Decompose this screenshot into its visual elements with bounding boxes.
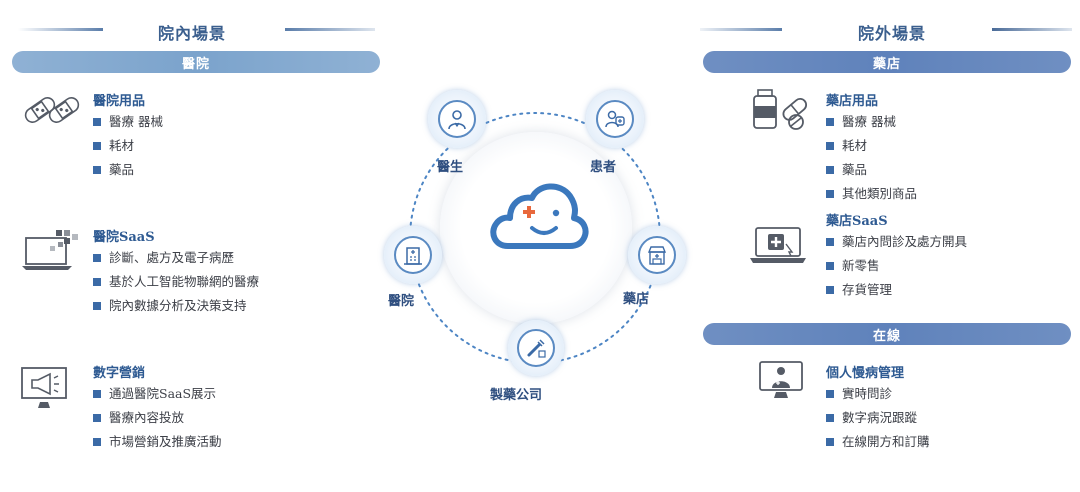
- cloud-health-icon: [486, 176, 590, 260]
- chronic-care-title: 個人慢病管理: [826, 366, 905, 381]
- list-item: 藥品: [826, 158, 917, 182]
- pharmacy-store-icon: [647, 246, 667, 265]
- hospital-supplies-list: 醫療 器械 耗材 藥品: [93, 110, 163, 182]
- list-item: 耗材: [826, 134, 917, 158]
- list-item: 藥店內問診及處方開具: [826, 230, 967, 254]
- megaphone-monitor-icon: [20, 366, 70, 414]
- right-section-title: 院外場景: [858, 24, 927, 43]
- laptop-medical-icon: [748, 226, 810, 270]
- center-halo: [440, 132, 632, 324]
- right-title-line-left: [700, 28, 782, 31]
- list-item: 通過醫院SaaS展示: [93, 382, 222, 406]
- hospital-building-icon: [404, 247, 422, 265]
- online-pill: 在線: [703, 323, 1071, 345]
- pharmacy-supplies-list: 醫療 器械 耗材 藥品 其他類別商品: [826, 110, 917, 206]
- hospital-supplies-title: 醫院用品: [93, 94, 146, 109]
- list-item: 數字病況跟蹤: [826, 406, 930, 430]
- hospital-saas-title: 醫院SaaS: [93, 230, 155, 245]
- doctor-monitor-icon: [758, 358, 806, 406]
- pharmacy-saas-title: 藥店SaaS: [826, 214, 888, 229]
- pharmacy-pill: 藥店: [703, 51, 1071, 73]
- patient-label: 患者: [590, 160, 617, 175]
- doctor-label: 醫生: [437, 160, 464, 175]
- digital-marketing-list: 通過醫院SaaS展示 醫療內容投放 市場營銷及推廣活動: [93, 382, 222, 454]
- bandage-icon: [20, 90, 84, 134]
- pharma-company-label: 製藥公司: [490, 388, 543, 403]
- list-item: 診斷、處方及電子病歷: [93, 246, 259, 270]
- doctor-node: [428, 90, 486, 148]
- list-item: 醫療內容投放: [93, 406, 222, 430]
- syringe-icon: [527, 339, 546, 358]
- pharmacy-label: 藥店: [623, 292, 650, 307]
- hospital-node: [384, 226, 442, 284]
- list-item: 實時問診: [826, 382, 930, 406]
- patient-node: [586, 90, 644, 148]
- list-item: 藥品: [93, 158, 163, 182]
- chronic-care-list: 實時問診 數字病況跟蹤 在線開方和訂購: [826, 382, 930, 454]
- list-item: 市場營銷及推廣活動: [93, 430, 222, 454]
- list-item: 耗材: [93, 134, 163, 158]
- left-title-line-right: [285, 28, 375, 31]
- list-item: 醫療 器械: [93, 110, 163, 134]
- hospital-saas-list: 診斷、處方及電子病歷 基於人工智能物聯網的醫療 院內數據分析及決策支持: [93, 246, 259, 318]
- hospital-pill: 醫院: [12, 51, 380, 73]
- list-item: 醫療 器械: [826, 110, 917, 134]
- hospital-label: 醫院: [388, 294, 415, 309]
- list-item: 基於人工智能物聯網的醫療: [93, 270, 259, 294]
- list-item: 存貨管理: [826, 278, 967, 302]
- list-item: 在線開方和訂購: [826, 430, 930, 454]
- list-item: 新零售: [826, 254, 967, 278]
- list-item: 院內數據分析及決策支持: [93, 294, 259, 318]
- pharmacy-saas-list: 藥店內問診及處方開具 新零售 存貨管理: [826, 230, 967, 302]
- medicine-bottle-pills-icon: [750, 88, 810, 136]
- list-item: 其他類別商品: [826, 182, 917, 206]
- pharmacy-node: [628, 226, 686, 284]
- patient-icon: [605, 110, 625, 128]
- digital-marketing-title: 數字營銷: [93, 366, 146, 381]
- left-section-title: 院內場景: [158, 24, 227, 43]
- left-title-line-left: [18, 28, 103, 31]
- doctor-icon: [448, 110, 466, 130]
- right-title-line-right: [992, 28, 1072, 31]
- pharma-company-node: [508, 320, 564, 376]
- pharmacy-supplies-title: 藥店用品: [826, 94, 879, 109]
- laptop-data-icon: [20, 228, 80, 278]
